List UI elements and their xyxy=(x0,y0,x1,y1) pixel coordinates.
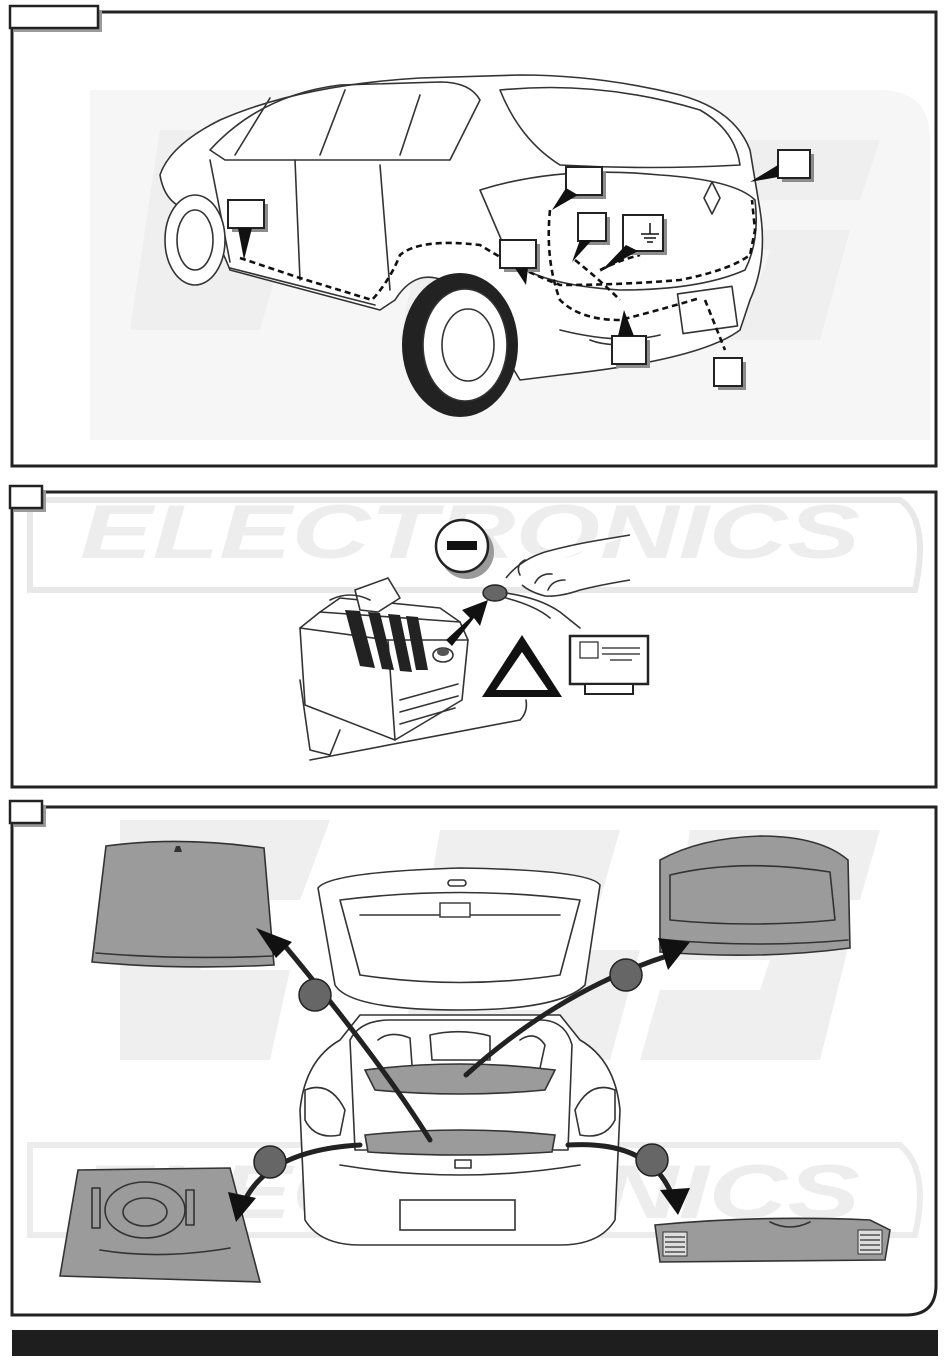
step-1-tab xyxy=(10,6,98,28)
rear-sill-trim-removed xyxy=(655,1218,890,1262)
panel-step-1 xyxy=(10,6,936,466)
step-2-tab xyxy=(10,486,42,508)
panel-step-3: ELECTRONICS xyxy=(10,801,936,1315)
parcel-shelf-removed xyxy=(92,841,274,966)
front-wheel xyxy=(165,195,225,285)
trunk-floor-panel-removed xyxy=(660,836,850,955)
step-3-tab xyxy=(10,801,42,823)
spare-wheel-tray-removed xyxy=(60,1168,260,1282)
callout-tow-bar xyxy=(714,358,746,390)
trim-vent-right xyxy=(858,1230,882,1254)
car-rear-open-tailgate xyxy=(300,868,620,1245)
footer-bar xyxy=(12,1330,938,1356)
license-plate-rear xyxy=(400,1200,515,1230)
panel-step-2: ELECTRONICS xyxy=(10,486,936,787)
trim-vent-left xyxy=(663,1232,687,1256)
